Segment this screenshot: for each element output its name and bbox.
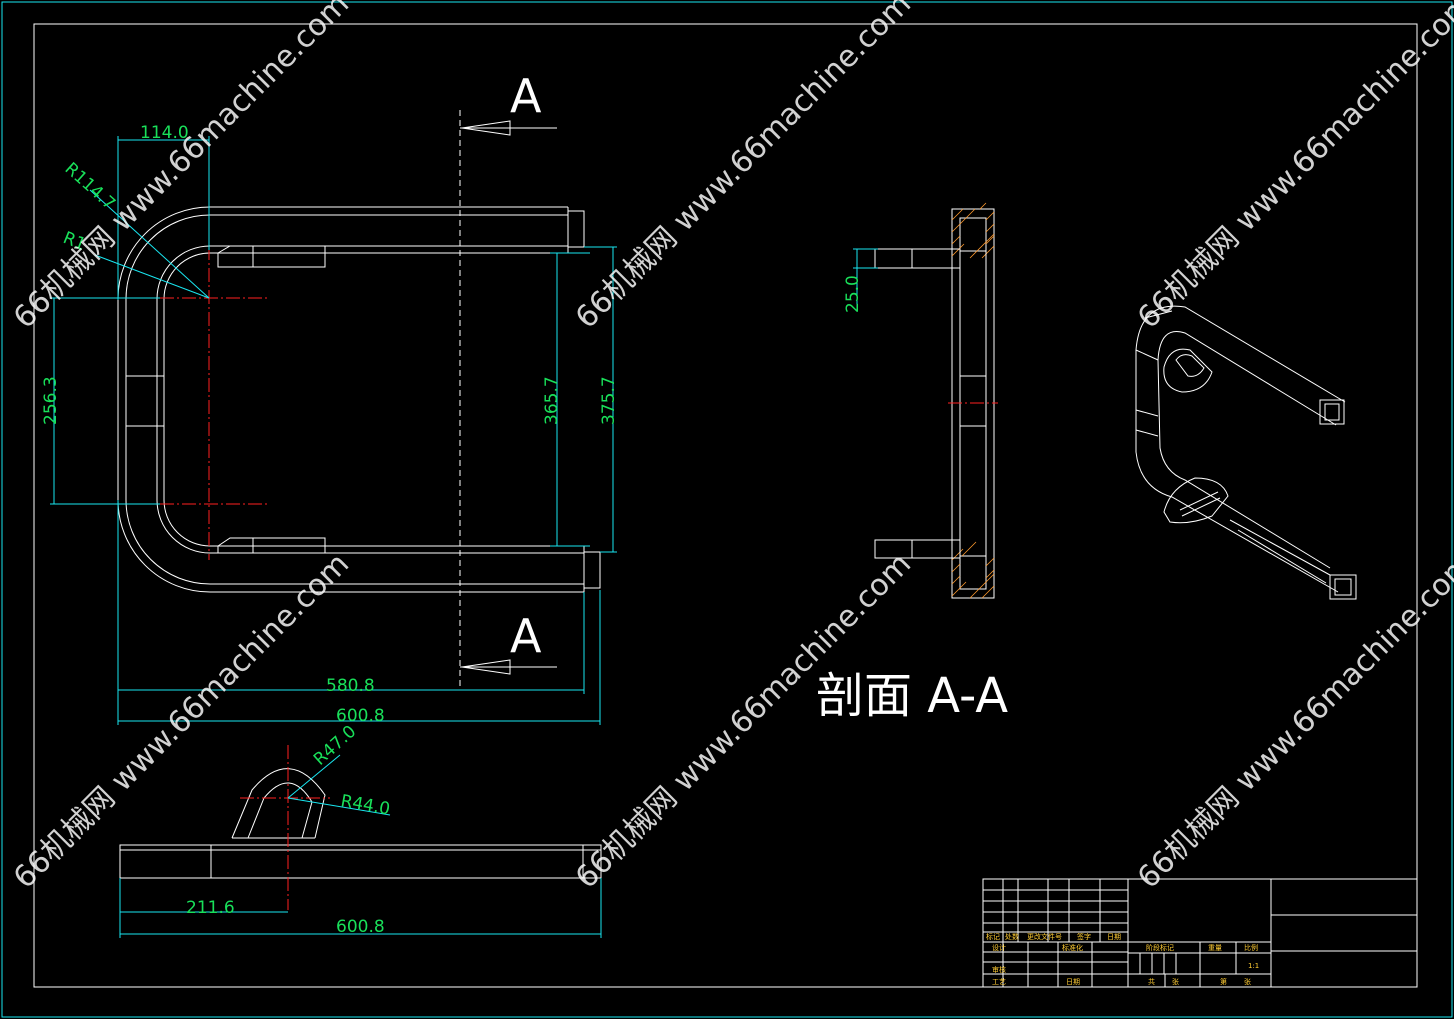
dim-6008b: 600.8 (336, 917, 385, 937)
title-block: 标记 处数 更改文件号 签字 日期 设计 标准化 审核 工艺 日期 阶段标记 重… (982, 878, 1418, 988)
iso-end-top-inner (1324, 403, 1340, 421)
iso-end-bottom (1329, 574, 1357, 600)
tb-approve: 日期 (1066, 978, 1080, 986)
bracket-top (217, 245, 326, 268)
middle-sleeve (125, 375, 165, 427)
iso-end-top (1319, 399, 1345, 425)
dim-r47: R47.0 (310, 722, 360, 770)
top-view: A A (117, 69, 601, 690)
tb-scale-label: 比例 (1244, 943, 1258, 952)
watermarks: 66机械网 www.66machine.com 66机械网 www.66mach… (7, 0, 1454, 896)
tb-weight: 重量 (1208, 944, 1222, 952)
dim-5808: 580.8 (326, 676, 375, 696)
tb-label-date: 日期 (1107, 933, 1121, 941)
tb-sheet: 第 (1220, 977, 1227, 986)
u-outer-contour-2 (125, 214, 584, 585)
watermark-3: 66机械网 www.66machine.com (1131, 0, 1454, 336)
side-view: R47.0 R44.0 211.6 600.8 (119, 722, 602, 938)
dim-r44-leader (287, 797, 391, 816)
u-inner-contour (156, 245, 584, 554)
dim-2563: 256.3 (41, 376, 61, 425)
dim-r47-leader (287, 754, 341, 799)
tb-page: 张 (1244, 977, 1251, 986)
rail-middle-sleeve (959, 375, 987, 427)
dim-25: 25.0 (843, 275, 863, 313)
tb-grid-mid (1128, 941, 1271, 987)
dim-r1147: R114.7 (61, 159, 119, 214)
iso-outer (1135, 305, 1346, 593)
inner-frame (33, 23, 1418, 988)
dim-r44: R44.0 (339, 791, 391, 819)
section-title: 剖面 A-A (816, 668, 1008, 724)
section-bracket-top (874, 248, 961, 269)
arm-plug-top (567, 210, 585, 248)
tb-label-count: 处数 (1005, 932, 1019, 941)
u-inner-contour-2 (163, 252, 584, 547)
side-tube (119, 844, 602, 879)
tb-review: 审核 (992, 965, 1006, 974)
iso-bracket-top (1163, 348, 1213, 393)
iso-sleeve (1135, 409, 1159, 437)
tb-label-mark: 标记 (986, 932, 1000, 941)
section-bracket-bottom (874, 539, 961, 559)
arm-plug-bottom (583, 551, 601, 589)
iso-arm-slot (1229, 519, 1331, 584)
dim-3757: 375.7 (599, 376, 619, 425)
iso-bracket-bottom (1163, 477, 1229, 524)
tb-grid-left (983, 879, 1128, 987)
dim-rsmall-leader (94, 254, 210, 299)
side-loop-outer (231, 768, 326, 839)
bracket-bottom (217, 537, 326, 554)
isometric-view (1135, 305, 1357, 600)
watermark-1: 66机械网 www.66machine.com (7, 0, 356, 336)
tb-stage: 阶段标记 (1146, 943, 1174, 952)
iso-bracket-top-slot (1175, 354, 1205, 377)
hatch-top (951, 202, 995, 259)
watermark-2: 66机械网 www.66machine.com (569, 0, 918, 336)
dim-r1147-leader (89, 189, 210, 299)
tb-scale: 1:1 (1248, 962, 1259, 970)
tb-label-sign: 签字 (1077, 932, 1091, 941)
tb-sheets: 张 (1172, 977, 1179, 986)
side-loop-inner (247, 782, 313, 839)
section-view: 25.0 剖面 A-A (816, 202, 1008, 724)
tb-design: 设计 (992, 943, 1006, 952)
arrow-a-bottom-head (461, 659, 511, 675)
dim-2116: 211.6 (186, 898, 235, 918)
tb-process: 工艺 (992, 978, 1006, 986)
rail-top-tube (959, 217, 987, 252)
section-letter-bottom: A (510, 609, 542, 663)
section-letter-top: A (510, 69, 542, 123)
iso-bracket-bottom-slot (1179, 491, 1219, 511)
tb-label-change: 更改文件号 (1027, 932, 1062, 941)
dim-3657: 365.7 (542, 376, 562, 425)
tb-standard: 标准化 (1062, 943, 1083, 952)
tb-total: 共 (1148, 977, 1155, 986)
watermark-6: 66机械网 www.66machine.com (1131, 546, 1454, 895)
dim-6008a: 600.8 (336, 706, 385, 726)
iso-bracket-bottom-slot-2 (1181, 497, 1221, 517)
iso-inner (1157, 331, 1337, 569)
iso-end-bottom-inner (1334, 578, 1352, 596)
dim-114: 114.0 (140, 123, 189, 143)
u-outer-contour (117, 206, 584, 593)
rail-bottom-tube (959, 555, 987, 590)
hatch-bottom (951, 541, 995, 599)
iso-edge-top (1135, 310, 1173, 361)
arrow-a-top-head (461, 120, 511, 136)
